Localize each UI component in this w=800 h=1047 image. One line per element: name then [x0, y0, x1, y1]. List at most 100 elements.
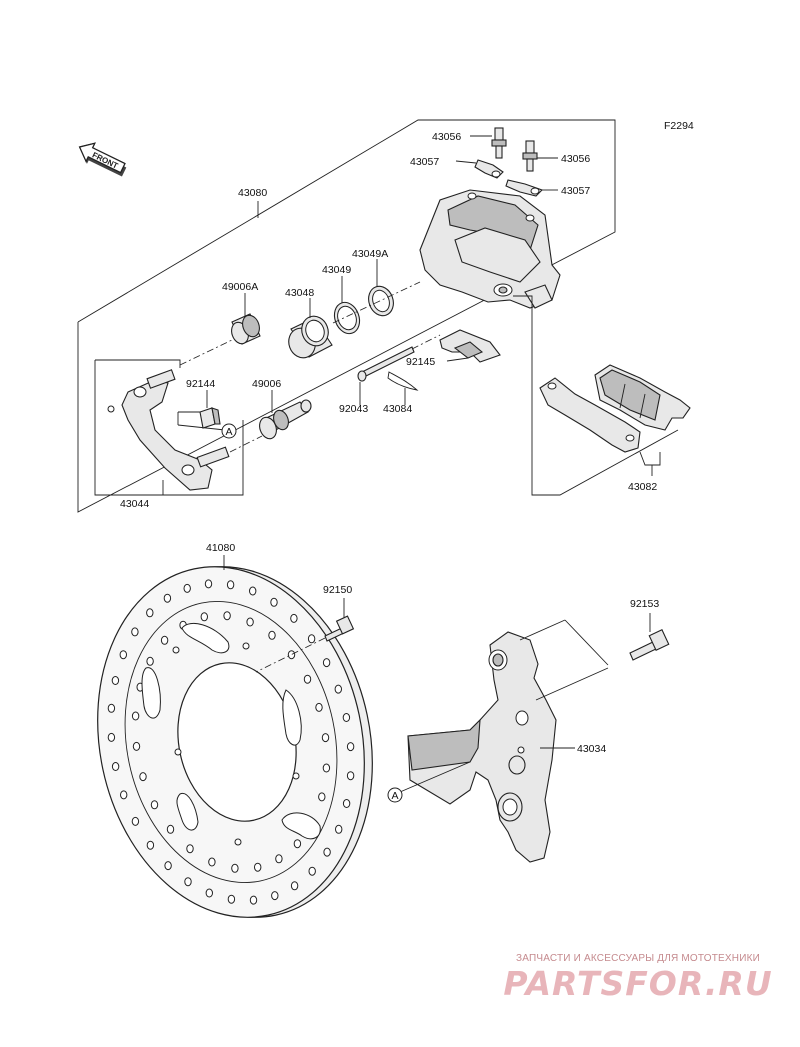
disc-hole	[334, 684, 342, 694]
ref-marker-a-lower-label: A	[392, 790, 399, 802]
brake-pad-inner	[539, 377, 641, 453]
disc-hole	[318, 792, 326, 802]
disc-hole	[205, 888, 214, 898]
disc-hole	[315, 702, 323, 712]
disc-hole	[307, 634, 316, 644]
caliper-bracket	[107, 369, 230, 491]
disc-hole	[160, 635, 169, 645]
disc-bolt	[324, 615, 355, 642]
pad-pin	[357, 334, 441, 382]
disc-hole	[226, 580, 235, 590]
rubber-boot	[231, 313, 261, 345]
dust-seal-ring	[368, 285, 394, 317]
disc-hole	[208, 857, 216, 867]
disc-hole	[270, 597, 278, 607]
slide-pin-boot	[259, 399, 312, 440]
disc-hole	[342, 713, 351, 722]
disc-hole	[249, 586, 257, 596]
disc-hole	[303, 674, 312, 684]
ref-marker-a-upper	[221, 423, 237, 439]
disc-hole	[271, 891, 279, 901]
disc-hole	[290, 881, 299, 891]
disc-hole	[231, 863, 239, 873]
disc-hole	[131, 816, 140, 826]
callout-43049A: 43049A	[352, 248, 388, 260]
bleeder-cap-icon	[505, 179, 544, 197]
watermark-tagline: ЗАПЧАСТИ И АКСЕССУАРЫ ДЛЯ МОТОТЕХНИКИ	[515, 953, 761, 964]
disc-hole	[322, 763, 331, 773]
callout-92043: 92043	[339, 403, 368, 415]
disc-hole	[139, 772, 147, 782]
disc-hole	[120, 790, 128, 800]
disc-hole	[111, 676, 120, 685]
disc-hole	[183, 583, 191, 593]
callout-49006: 49006	[252, 378, 281, 390]
disc-hole	[293, 839, 302, 849]
disc-hole	[322, 658, 331, 668]
disc-hole	[200, 612, 209, 622]
disc-hole	[131, 627, 139, 637]
anti-rattle-spring	[199, 407, 221, 429]
callout-92144: 92144	[186, 378, 215, 390]
disc-hole	[111, 762, 120, 771]
ref-marker-a-lower	[387, 787, 403, 803]
disc-hole	[290, 613, 298, 623]
disc-hole	[323, 847, 331, 857]
pad-frame	[513, 295, 679, 496]
caliper-assembly-frame	[77, 119, 616, 513]
callout-49006A: 49006A	[222, 281, 258, 293]
callout-92145: 92145	[406, 356, 435, 368]
bleeder-valve-icon	[522, 140, 538, 172]
pad-spring	[439, 329, 501, 363]
front-arrow-icon: FRONT	[78, 142, 127, 177]
bleeder-cap-icon	[474, 159, 504, 179]
callout-43056-right: 43056	[561, 153, 590, 165]
callout-43080: 43080	[238, 187, 267, 199]
disc-hole	[150, 800, 159, 810]
figure-code: F2294	[664, 120, 694, 132]
caliper-mount-bracket	[407, 631, 557, 863]
bracket-subframe	[94, 359, 244, 496]
disc-hole	[346, 742, 355, 752]
watermark-logo: PARTSFOR.RU	[503, 964, 773, 1003]
piston-axis	[332, 281, 421, 324]
ref-marker-a-upper-label: A	[226, 426, 233, 438]
brake-pad-outer	[594, 364, 691, 431]
disc-hole	[346, 771, 355, 781]
disc-hole	[107, 732, 116, 742]
callout-43056-left: 43056	[432, 131, 461, 143]
caliper-piston	[288, 315, 333, 359]
disc-hole	[287, 650, 296, 660]
disc-hole	[131, 711, 140, 721]
disc-hole	[342, 799, 351, 808]
disc-hole	[249, 895, 258, 905]
disc-hole	[146, 656, 154, 666]
bracket-bolt	[629, 629, 670, 661]
callout-43057-right: 43057	[561, 185, 590, 197]
caliper-body	[419, 189, 561, 309]
disc-hole	[268, 630, 276, 640]
disc-hole	[204, 579, 213, 589]
callout-92150: 92150	[323, 584, 352, 596]
callout-43034: 43034	[577, 743, 606, 755]
disc-hole	[186, 844, 194, 854]
callout-43048: 43048	[285, 287, 314, 299]
disc-hole	[146, 608, 154, 618]
disc-hole	[119, 650, 128, 660]
disc-hole	[184, 877, 192, 887]
disc-hole	[321, 733, 330, 743]
brake-disc	[97, 566, 373, 918]
callout-43082: 43082	[628, 481, 657, 493]
disc-hole	[275, 854, 283, 864]
callout-41080: 41080	[206, 542, 235, 554]
disc-hole	[107, 703, 116, 713]
disc-hole	[254, 862, 262, 872]
callout-43049: 43049	[322, 264, 351, 276]
piston-seal-ring	[333, 301, 361, 335]
disc-hole	[335, 824, 343, 834]
bleeder-valve-icon	[491, 127, 507, 159]
disc-hole	[227, 894, 236, 904]
disc-hole	[246, 617, 254, 627]
disc-hole	[163, 593, 172, 603]
